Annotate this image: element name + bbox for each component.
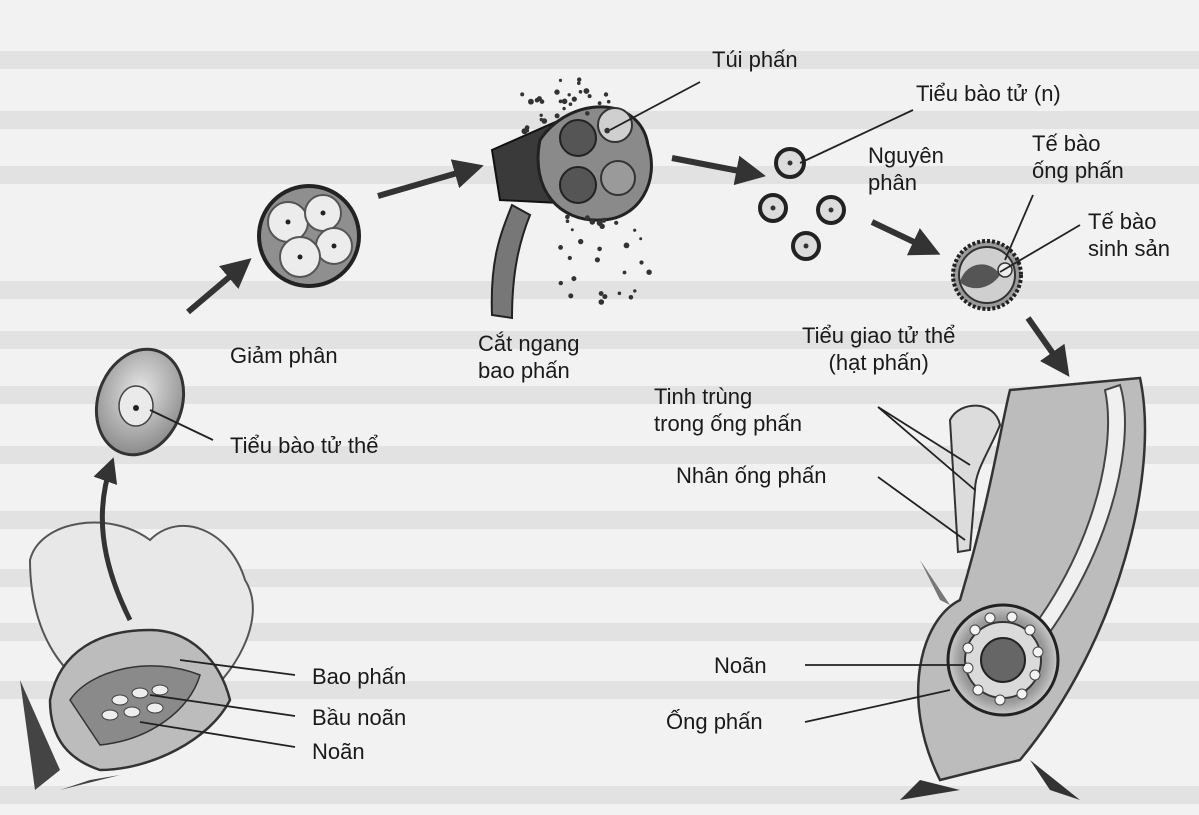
pollen-dot — [629, 295, 634, 300]
flower-illustration — [20, 523, 253, 790]
pollen-dot — [568, 256, 572, 260]
pollen-dot — [602, 219, 606, 223]
pollen-dot — [558, 245, 563, 250]
label-bao-phan: Bao phấn — [312, 663, 406, 690]
pollen-dot — [585, 215, 590, 220]
label-nguyen-phan: Nguyên phân — [868, 142, 944, 196]
pollen-dot — [604, 128, 610, 134]
label-giam-phan: Giảm phân — [230, 342, 338, 369]
label-ong-phan: Ống phấn — [666, 708, 763, 735]
pollen-dot — [572, 97, 577, 102]
pollen-dot — [559, 100, 563, 104]
label-cat-ngang-line2: bao phấn — [478, 357, 580, 384]
pollen-dot — [578, 239, 583, 244]
pollen-dot — [569, 102, 573, 106]
label-tieu-bao-tu-the: Tiểu bào tử thể — [230, 432, 378, 459]
pollen-dot — [623, 271, 627, 275]
pollen-dot — [602, 294, 607, 299]
label-nguyen-phan-line1: Nguyên — [868, 142, 944, 169]
pollen-dot — [584, 88, 590, 94]
pollen-dot — [562, 99, 568, 105]
pollen-dot — [528, 99, 534, 105]
label-nhan-ong-phan: Nhân ống phấn — [676, 462, 826, 489]
label-tieu-bao-tu-n: Tiểu bào tử (n) — [916, 80, 1061, 107]
pollen-dot — [559, 79, 562, 82]
pollen-dot — [559, 281, 563, 285]
pollen-dot — [577, 77, 581, 81]
label-tinh-trung-line1: Tinh trùng — [654, 383, 802, 410]
pollen-dot — [566, 219, 570, 223]
label-nguyen-phan-line2: phân — [868, 169, 944, 196]
pollen-dot — [542, 118, 548, 124]
pollen-dot — [633, 289, 636, 292]
pollen-dot — [537, 96, 542, 101]
pollen-dot — [595, 257, 600, 262]
pollen-dot — [618, 292, 622, 296]
label-tieu-giao-tu-the-line1: Tiểu giao tử thể — [802, 322, 955, 349]
pollen-dot — [562, 107, 565, 110]
pollen-dot — [554, 89, 559, 94]
pollen-dot — [607, 100, 611, 104]
label-te-bao-sinh-san-line2: sinh sản — [1088, 235, 1170, 262]
pollen-dot — [639, 260, 643, 264]
pollen-grain — [953, 241, 1021, 309]
pollen-dot — [599, 299, 605, 305]
label-cat-ngang-line1: Cắt ngang — [478, 330, 580, 357]
pollen-dot — [646, 270, 651, 275]
pollen-dot — [577, 81, 581, 85]
pollen-dot — [624, 243, 630, 249]
label-cat-ngang-bao-phan: Cắt ngang bao phấn — [478, 330, 580, 384]
pollen-dot — [597, 247, 602, 252]
tetrad-cell — [259, 186, 359, 286]
label-tui-phan: Túi phấn — [712, 46, 798, 73]
label-tinh-trung-trong-ong-phan: Tinh trùng trong ống phấn — [654, 383, 802, 437]
label-tieu-giao-tu-the-line2: (hạt phấn) — [802, 349, 955, 376]
arrow-microspore-to-pollen — [872, 222, 935, 252]
pollen-dot — [568, 93, 571, 96]
pollen-dot — [571, 228, 574, 231]
pistil-illustration — [900, 378, 1145, 800]
pollen-dot — [639, 237, 642, 240]
label-te-bao-ong-phan-line2: ống phấn — [1032, 157, 1124, 184]
pollen-dot — [614, 221, 618, 225]
pollen-dot — [568, 293, 573, 298]
pollen-dot — [598, 101, 602, 105]
pollen-dot — [590, 219, 596, 225]
pollen-dot — [579, 90, 583, 94]
label-noan-right: Noãn — [714, 652, 767, 679]
pollen-dot — [604, 92, 608, 96]
label-te-bao-sinh-san: Tế bào sinh sản — [1088, 208, 1170, 262]
microspores — [760, 149, 844, 259]
label-tieu-giao-tu-the: Tiểu giao tử thể (hạt phấn) — [802, 322, 955, 376]
pollen-dot — [525, 129, 529, 133]
pollen-dot — [599, 291, 604, 296]
pollen-dot — [600, 224, 605, 229]
pollen-dot — [633, 229, 636, 232]
pollen-dot — [540, 114, 543, 117]
pollen-dot — [585, 111, 590, 116]
label-te-bao-sinh-san-line1: Tế bào — [1088, 208, 1170, 235]
pollen-dot — [565, 215, 570, 220]
pollen-dot — [555, 113, 560, 118]
pollen-dot — [520, 92, 524, 96]
label-bau-noan: Bầu noãn — [312, 704, 406, 731]
label-tinh-trung-line2: trong ống phấn — [654, 410, 802, 437]
pollen-dot — [588, 94, 592, 98]
pollen-dot — [571, 276, 576, 281]
label-te-bao-ong-phan: Tế bào ống phấn — [1032, 130, 1124, 184]
label-te-bao-ong-phan-line1: Tế bào — [1032, 130, 1124, 157]
label-noan-left: Noãn — [312, 738, 365, 765]
